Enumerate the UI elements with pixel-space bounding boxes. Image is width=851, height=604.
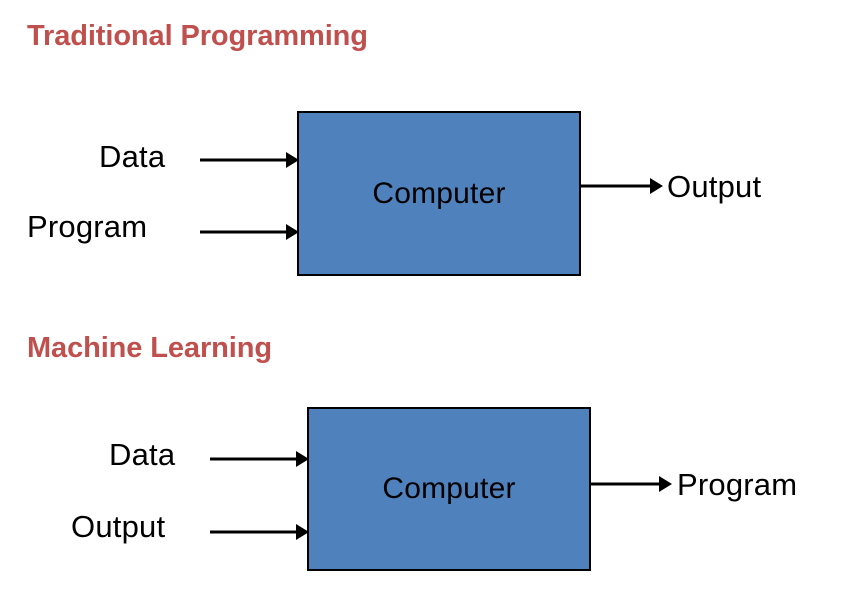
output-label-output-traditional: Output <box>667 169 762 204</box>
section-title-machine-learning: Machine Learning <box>27 332 272 364</box>
input-label-output-machine-learning: Output <box>71 509 166 544</box>
input-label-data-traditional: Data <box>99 139 166 174</box>
process-box-computer-machine-learning: Computer <box>307 407 591 571</box>
input-label-program-traditional: Program <box>27 209 148 244</box>
process-box-label: Computer <box>382 472 516 505</box>
arrow-right-icon-program-to-computer-traditional <box>200 224 299 240</box>
arrow-right-icon-computer-to-output-traditional <box>581 178 663 194</box>
arrow-right-icon-data-to-computer-traditional <box>200 152 299 168</box>
arrow-right-icon-data-to-computer-machine-learning <box>210 451 309 467</box>
section-title-traditional-programming: Traditional Programming <box>27 20 368 52</box>
input-label-data-machine-learning: Data <box>109 437 176 472</box>
process-box-label: Computer <box>372 176 506 210</box>
output-label-program-machine-learning: Program <box>677 467 798 502</box>
arrow-right-icon-computer-to-program-machine-learning <box>591 476 672 492</box>
process-box-computer-traditional: Computer <box>297 111 581 276</box>
arrow-right-icon-output-to-computer-machine-learning <box>210 524 309 540</box>
